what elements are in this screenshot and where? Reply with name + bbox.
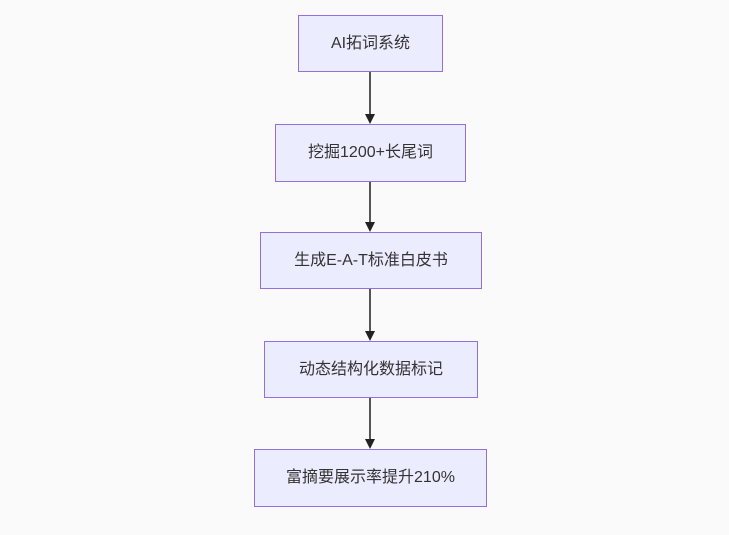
arrow-head-icon [365, 331, 375, 341]
flowchart-node-structured-data-markup: 动态结构化数据标记 [264, 341, 478, 398]
arrow-head-icon [365, 222, 375, 232]
flow-arrow-3 [364, 289, 376, 341]
flow-arrow-4 [364, 398, 376, 449]
arrow-line [369, 289, 371, 332]
arrow-line [369, 72, 371, 115]
flow-arrow-1 [364, 72, 376, 124]
flow-arrow-2 [364, 182, 376, 232]
flowchart-node-ai-keyword-system: AI拓词系统 [298, 15, 443, 72]
flowchart-node-longtail-mining: 挖掘1200+长尾词 [275, 124, 466, 182]
arrow-head-icon [365, 114, 375, 124]
flowchart-node-eat-whitepaper: 生成E-A-T标准白皮书 [260, 232, 482, 289]
flowchart-node-rich-snippet-result: 富摘要展示率提升210% [254, 449, 487, 507]
arrow-head-icon [365, 439, 375, 449]
arrow-line [369, 398, 371, 440]
arrow-line [369, 182, 371, 223]
